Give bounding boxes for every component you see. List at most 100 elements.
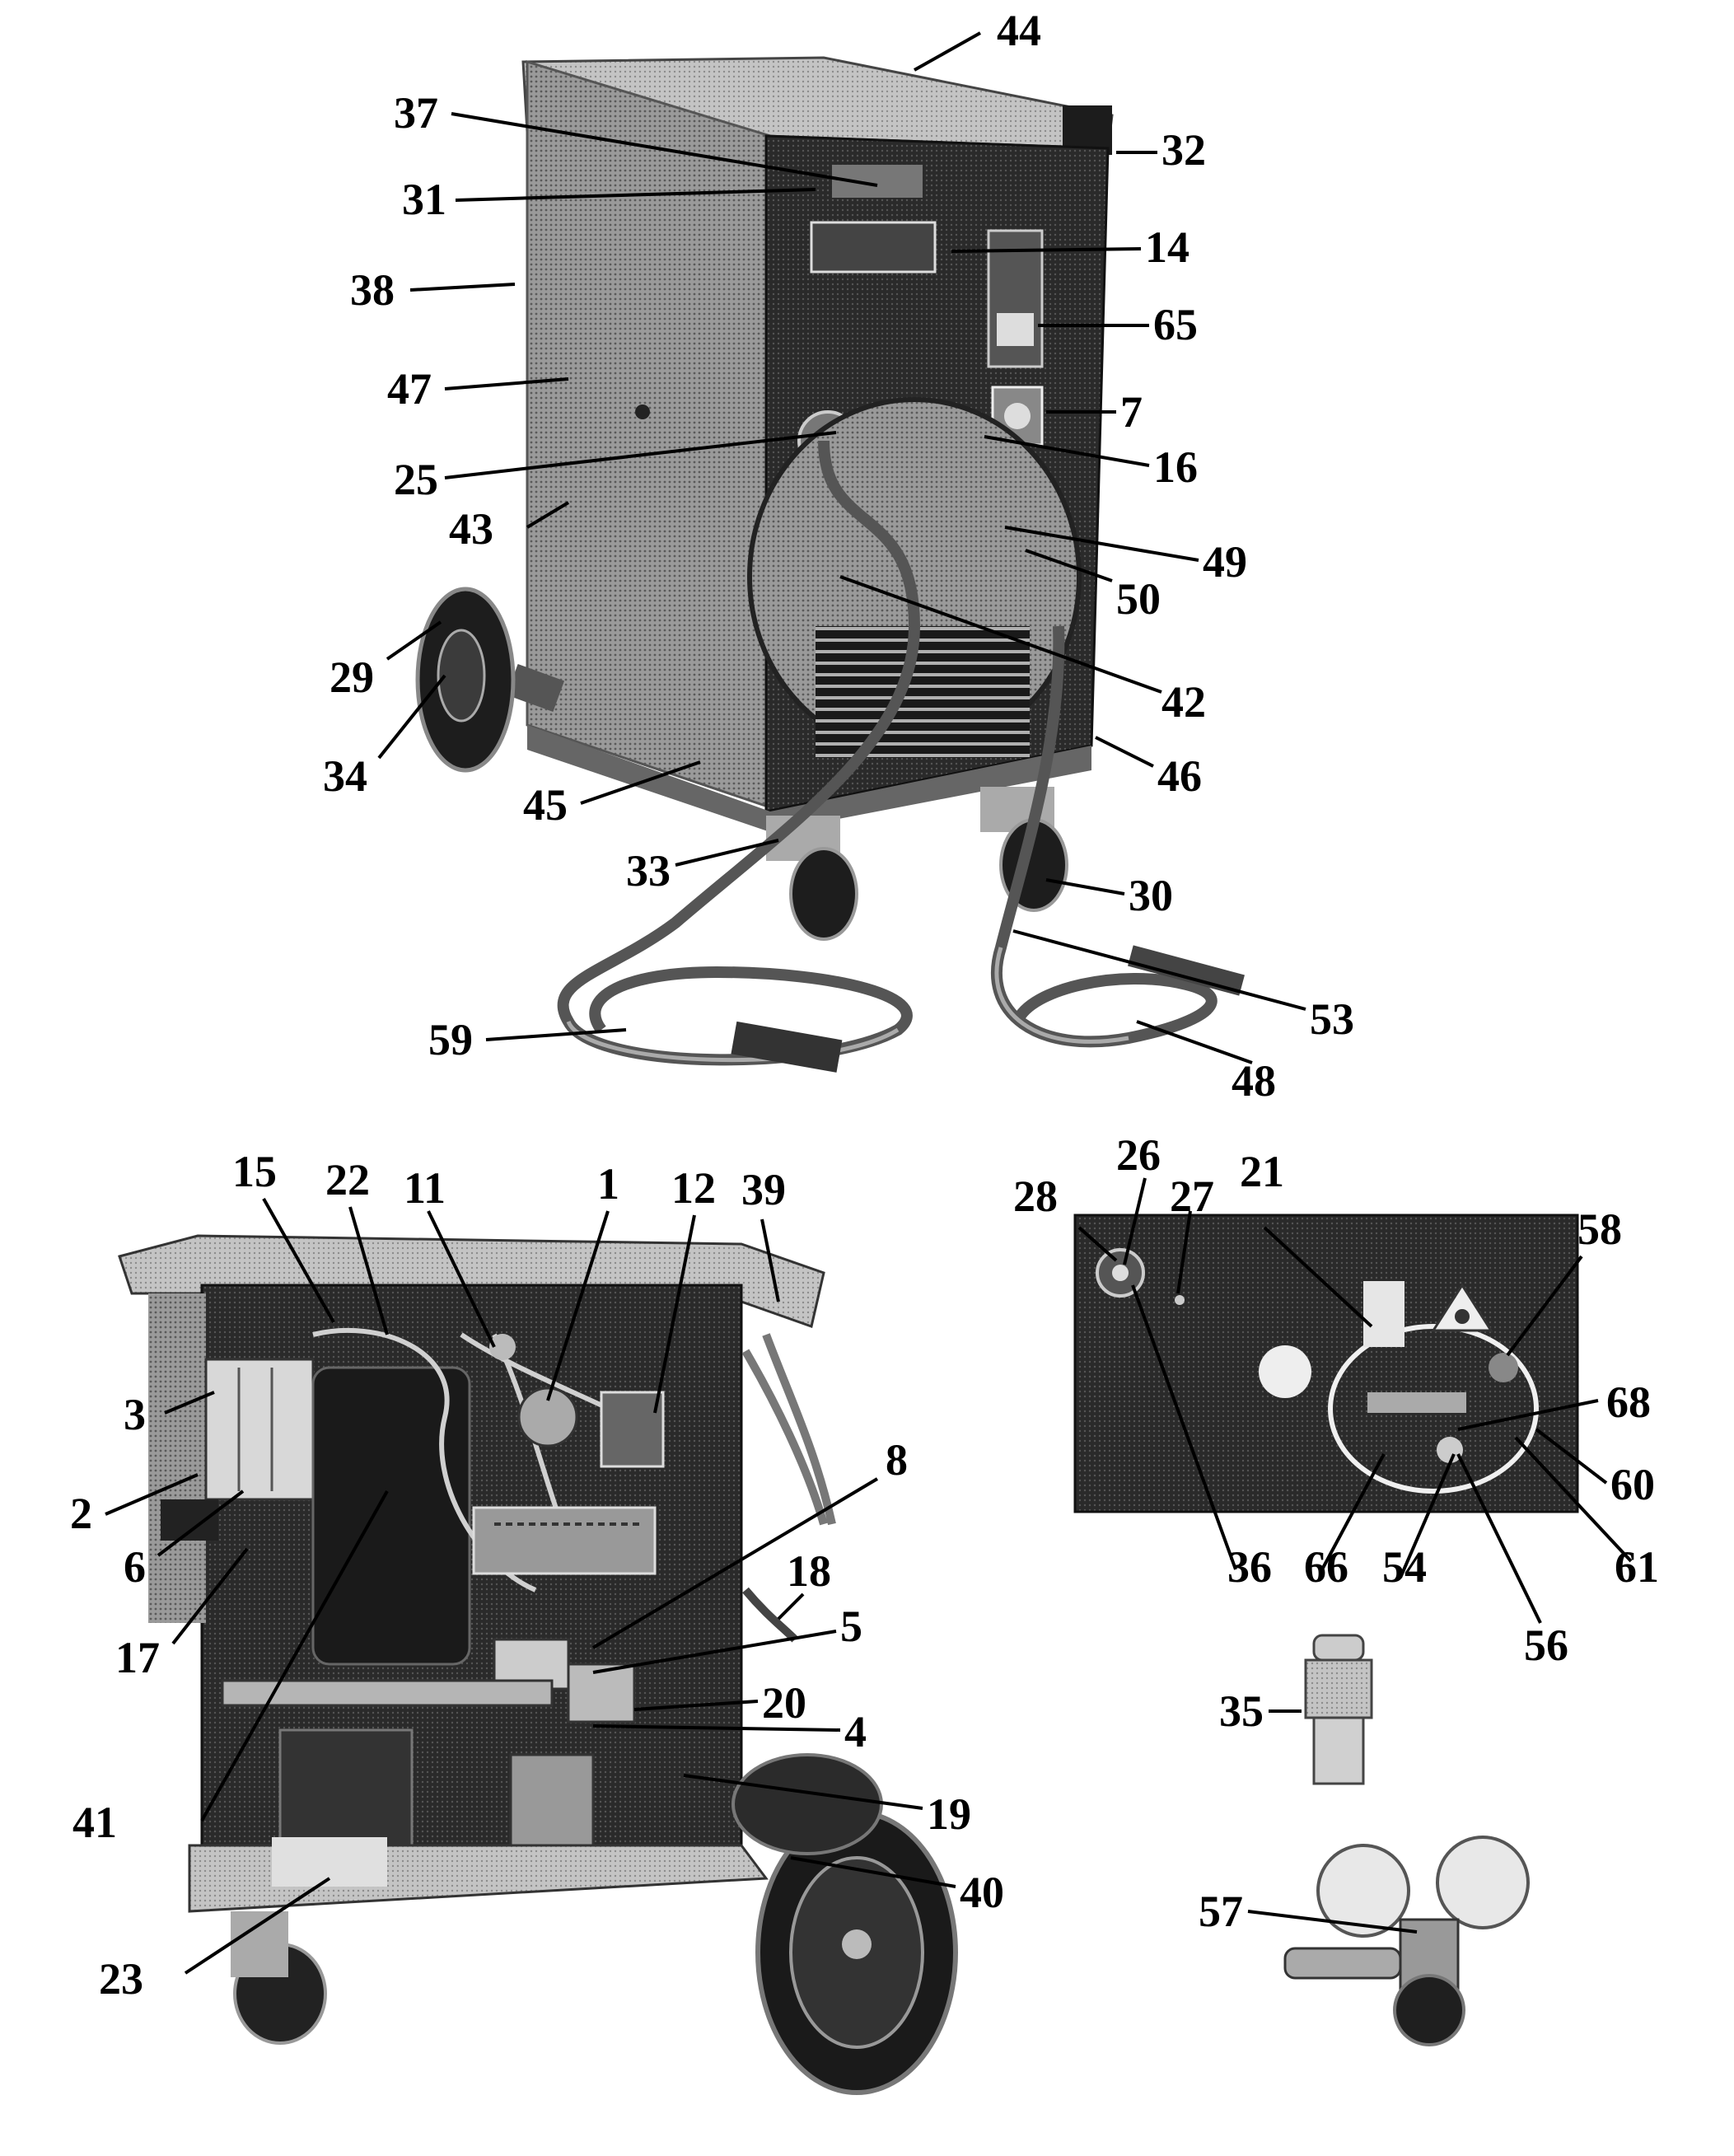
gas-nozzle [1304, 1634, 1373, 1785]
pressure-regulator [1283, 1836, 1530, 2046]
transformer [311, 1366, 471, 1666]
big-wheel-hub [842, 1929, 872, 1959]
callout-35: 35 [1219, 1686, 1264, 1736]
leader-lines [105, 31, 1633, 1975]
callout-2: 2 [70, 1489, 92, 1538]
main-switch-knob [1004, 403, 1031, 429]
solenoid-valve [567, 1663, 636, 1723]
callout-57: 57 [1199, 1887, 1243, 1936]
callout-53: 53 [1310, 994, 1354, 1044]
capacitor [517, 1387, 578, 1447]
callout-12: 12 [671, 1163, 716, 1213]
callout-28: 28 [1013, 1172, 1058, 1221]
callout-59: 59 [428, 1015, 473, 1064]
callout-29: 29 [330, 652, 374, 702]
fuse [161, 1499, 218, 1541]
side-panel [526, 59, 772, 810]
callout-32: 32 [1161, 125, 1206, 175]
callout-19: 19 [927, 1789, 971, 1839]
feed-arm [221, 1679, 554, 1707]
gas-inlet-fitting [1437, 1437, 1463, 1463]
warning-symbol [1455, 1309, 1470, 1324]
rear-knob-center [1112, 1265, 1129, 1281]
callout-labels: 44 37 32 31 14 38 65 47 7 16 25 43 49 50… [70, 6, 1659, 2004]
rear-glare [1259, 1345, 1311, 1398]
potentiometer [489, 1334, 516, 1360]
callout-18: 18 [787, 1546, 831, 1596]
callout-60: 60 [1610, 1460, 1655, 1509]
callout-23: 23 [99, 1954, 143, 2004]
regulator-sticker [1363, 1281, 1404, 1347]
left-wall [148, 1293, 206, 1623]
callout-49: 49 [1203, 537, 1247, 587]
callout-45: 45 [523, 780, 568, 830]
callout-46: 46 [1157, 751, 1202, 801]
front-caster-left [789, 847, 858, 941]
callout-41: 41 [72, 1798, 117, 1847]
rear-screw [1175, 1295, 1185, 1305]
callout-43: 43 [449, 504, 493, 554]
earth-cable-inner [994, 947, 1129, 1044]
contactor [600, 1391, 665, 1468]
callout-15: 15 [232, 1147, 277, 1196]
wheel-axle [506, 663, 565, 713]
callout-61: 61 [1615, 1542, 1659, 1592]
torch-cable-inner [566, 1020, 900, 1063]
caster-fork [231, 1911, 288, 1977]
callout-3: 3 [124, 1390, 146, 1439]
callout-1: 1 [597, 1159, 619, 1209]
rear-wheel-hub [437, 629, 486, 723]
welding-torch [731, 1021, 843, 1073]
callout-17: 17 [115, 1633, 160, 1682]
callout-14: 14 [1145, 222, 1189, 272]
callout-42: 42 [1161, 677, 1206, 727]
gas-hose [741, 1333, 836, 1526]
wire-spool [731, 1753, 883, 1855]
callout-54: 54 [1382, 1542, 1427, 1592]
callout-7: 7 [1120, 387, 1143, 437]
callout-68: 68 [1606, 1377, 1651, 1427]
callout-11: 11 [404, 1163, 446, 1213]
terminal-block [204, 1358, 315, 1501]
rectifier [509, 1753, 595, 1847]
highlight-circle [1328, 1324, 1539, 1494]
callout-47: 47 [387, 364, 432, 414]
callout-65: 65 [1153, 300, 1198, 349]
callout-56: 56 [1524, 1621, 1568, 1670]
machine-front-view [415, 56, 1245, 1073]
outlet-connector [1489, 1353, 1518, 1382]
callout-44: 44 [997, 6, 1041, 55]
digital-display [810, 221, 937, 274]
rear-panel-view [1073, 1214, 1579, 1513]
callout-40: 40 [960, 1868, 1004, 1917]
callout-4: 4 [844, 1707, 867, 1756]
callout-16: 16 [1153, 442, 1198, 492]
torch-cable [557, 440, 921, 1066]
callout-30: 30 [1129, 871, 1173, 920]
callout-66: 66 [1304, 1542, 1348, 1592]
callout-6: 6 [124, 1542, 146, 1592]
callout-58: 58 [1577, 1204, 1622, 1254]
side-screw [635, 405, 650, 419]
gas-connector [742, 1587, 798, 1643]
callout-8: 8 [886, 1435, 908, 1485]
callout-38: 38 [350, 265, 395, 315]
callout-36: 36 [1227, 1542, 1272, 1592]
callout-50: 50 [1116, 574, 1161, 624]
earth-clamp [1128, 945, 1245, 996]
ventilation-grill [816, 626, 1030, 758]
callout-5: 5 [840, 1602, 862, 1651]
callout-34: 34 [323, 751, 367, 801]
gas-inlet [1367, 1392, 1466, 1413]
selector-switch [997, 313, 1034, 346]
callout-48: 48 [1232, 1056, 1276, 1106]
callout-27: 27 [1170, 1172, 1214, 1221]
callout-39: 39 [741, 1165, 786, 1214]
warning-triangle [1431, 1283, 1493, 1332]
callout-31: 31 [402, 175, 446, 224]
control-board [472, 1506, 657, 1575]
callout-20: 20 [762, 1678, 806, 1728]
machine-interior-view [118, 1234, 958, 2095]
callout-21: 21 [1240, 1147, 1284, 1196]
